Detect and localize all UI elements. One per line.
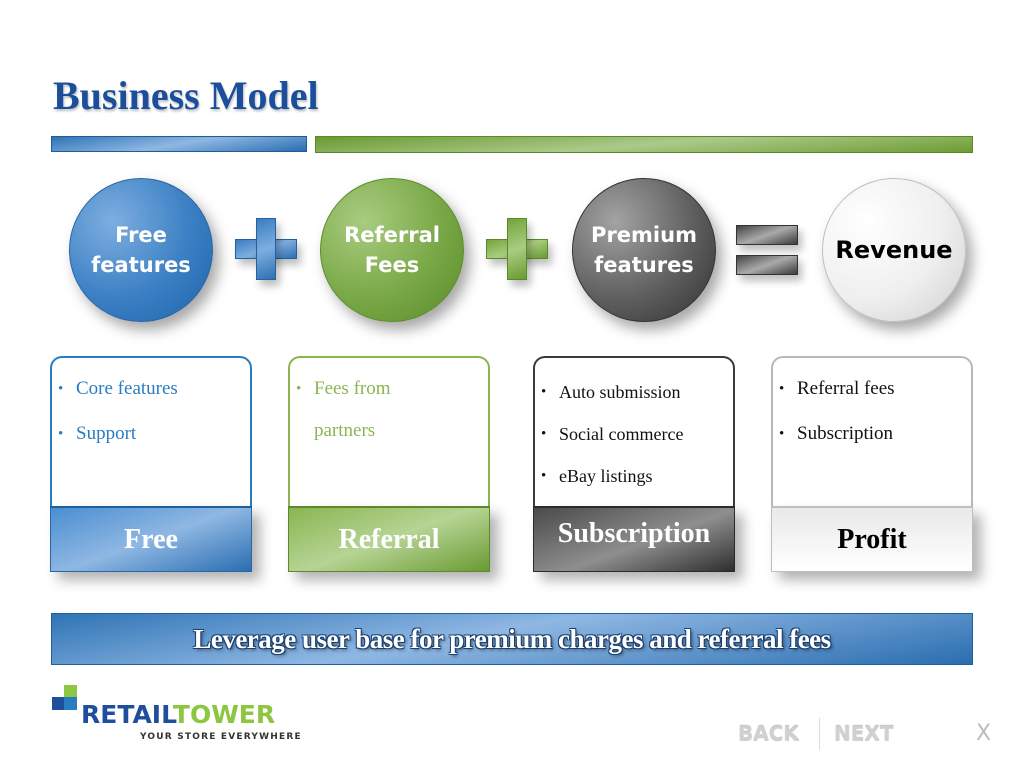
card-footer: Profit — [771, 506, 973, 572]
title-divider-green — [315, 136, 973, 153]
card-footer: Referral — [288, 506, 490, 572]
list-item: Support — [58, 423, 178, 445]
equals-icon-top-bar — [736, 225, 798, 245]
circle-label-line2: features — [91, 253, 191, 277]
card-body: Core features Support — [50, 356, 252, 508]
list-item: Subscription — [779, 423, 895, 445]
logo-name-part1: RETAIL — [81, 700, 173, 729]
summary-banner: Leverage user base for premium charges a… — [51, 613, 973, 665]
nav-divider — [819, 718, 820, 750]
next-button[interactable]: NEXT — [834, 722, 894, 746]
card-footer: Subscription — [533, 506, 735, 572]
card-list: Fees from partners — [296, 378, 391, 465]
circle-label-line1: Premium — [591, 223, 697, 247]
circle-premium-features: Premium features — [572, 178, 716, 322]
list-item-line1: Fees from — [314, 378, 391, 399]
page-title: Business Model — [53, 73, 319, 118]
card-footer: Free — [50, 506, 252, 572]
card-list: Referral fees Subscription — [779, 378, 895, 468]
close-button[interactable]: X — [976, 721, 992, 746]
logo-cube-icon — [64, 685, 77, 698]
card-body: Fees from partners — [288, 356, 490, 508]
list-item: eBay listings — [541, 466, 683, 486]
list-item: Core features — [58, 378, 178, 400]
list-item: Fees from partners — [296, 378, 391, 442]
circle-free-features: Free features — [69, 178, 213, 322]
list-item: Auto submission — [541, 382, 683, 402]
card-free: Core features Support Free — [50, 356, 252, 572]
plus-icon — [486, 218, 548, 280]
logo-wordmark: RETAILTOWER — [81, 702, 275, 728]
circle-label-line1: Referral — [344, 223, 440, 247]
logo-cube-icon — [64, 697, 77, 710]
card-subscription: Auto submission Social commerce eBay lis… — [533, 356, 735, 572]
card-list: Core features Support — [58, 378, 178, 468]
back-button[interactable]: BACK — [738, 722, 799, 746]
circle-label-line2: features — [594, 253, 694, 277]
card-body: Auto submission Social commerce eBay lis… — [533, 356, 735, 508]
card-body: Referral fees Subscription — [771, 356, 973, 508]
retailtower-logo: RETAILTOWER YOUR STORE EVERYWHERE — [52, 685, 302, 745]
list-item: Referral fees — [779, 378, 895, 400]
card-referral: Fees from partners Referral — [288, 356, 490, 572]
title-divider-blue — [51, 136, 307, 152]
list-item-line2: partners — [314, 420, 376, 441]
circle-label-line1: Revenue — [835, 236, 953, 264]
logo-tagline: YOUR STORE EVERYWHERE — [140, 732, 302, 742]
plus-icon — [235, 218, 297, 280]
logo-name-part2: TOWER — [172, 700, 276, 729]
list-item: Social commerce — [541, 424, 683, 444]
logo-cube-icon — [52, 697, 65, 710]
circle-label-line2: Fees — [364, 253, 420, 277]
card-list: Auto submission Social commerce eBay lis… — [541, 382, 683, 508]
equals-icon-bottom-bar — [736, 255, 798, 275]
circle-revenue: Revenue — [822, 178, 966, 322]
card-profit: Referral fees Subscription Profit — [771, 356, 973, 572]
circle-label-line1: Free — [115, 223, 167, 247]
